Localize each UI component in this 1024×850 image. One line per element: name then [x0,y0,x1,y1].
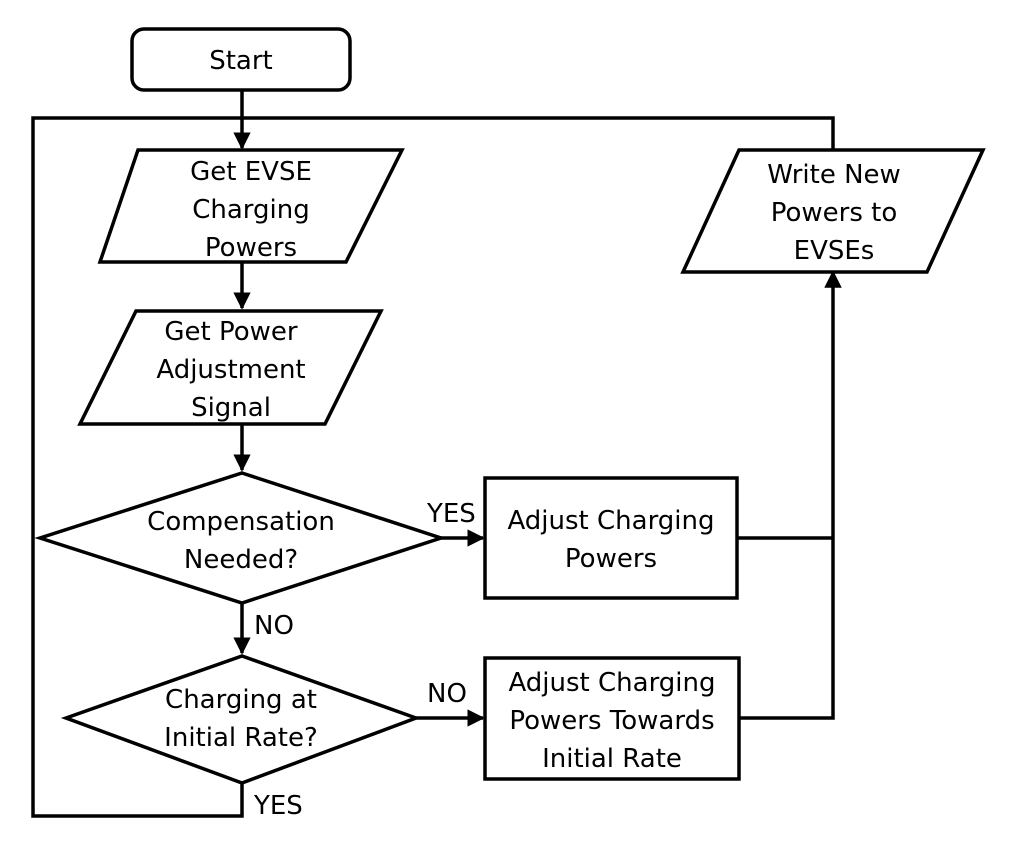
get-powers-line-2: Charging [192,195,310,225]
initial-rate-line-1: Charging at [165,685,317,715]
label-compensation-no: NO [254,611,294,641]
get-signal-line-2: Adjustment [156,355,305,385]
edge-initial-rate-yes-loop [31,116,244,818]
get-signal-line-3: Signal [191,393,271,423]
edge-labels: YES NO NO YES [253,499,476,821]
get-signal-line-1: Get Power [164,317,298,347]
get-powers-line-1: Get EVSE [190,157,312,187]
compensation-line-2: Needed? [184,545,298,575]
label-compensation-yes: YES [426,499,476,529]
adjust-towards-line-1: Adjust Charging [508,668,715,698]
initial-rate-line-2: Initial Rate? [164,723,318,753]
node-get-evse-charging-powers: Get EVSE Charging Powers [97,148,405,264]
adjust-towards-line-2: Powers Towards [509,706,714,736]
get-powers-line-3: Powers [205,233,297,263]
write-line-1: Write New [767,160,901,190]
node-start: Start [130,27,352,92]
adjust-towards-line-3: Initial Rate [542,744,682,774]
node-write-new-powers: Write New Powers to EVSEs [680,148,986,274]
connectors [31,90,842,818]
adjust-line-2: Powers [565,544,657,574]
edge-write-loop-back [242,116,835,150]
edge-adjust-towards-to-bus [739,538,835,720]
start-label: Start [209,46,273,76]
node-compensation-needed: Compensation Needed? [34,471,447,605]
label-initial-rate-no: NO [427,679,467,709]
node-adjust-charging-powers: Adjust Charging Powers [483,476,739,600]
write-line-3: EVSEs [794,236,875,266]
adjust-line-1: Adjust Charging [507,506,714,536]
label-initial-rate-yes: YES [253,791,303,821]
write-line-2: Powers to [771,198,898,228]
node-get-power-adjustment-signal: Get Power Adjustment Signal [77,309,384,426]
compensation-line-1: Compensation [147,507,335,537]
node-charging-at-initial-rate: Charging at Initial Rate? [60,654,422,785]
node-adjust-towards-initial-rate: Adjust Charging Powers Towards Initial R… [483,656,741,781]
